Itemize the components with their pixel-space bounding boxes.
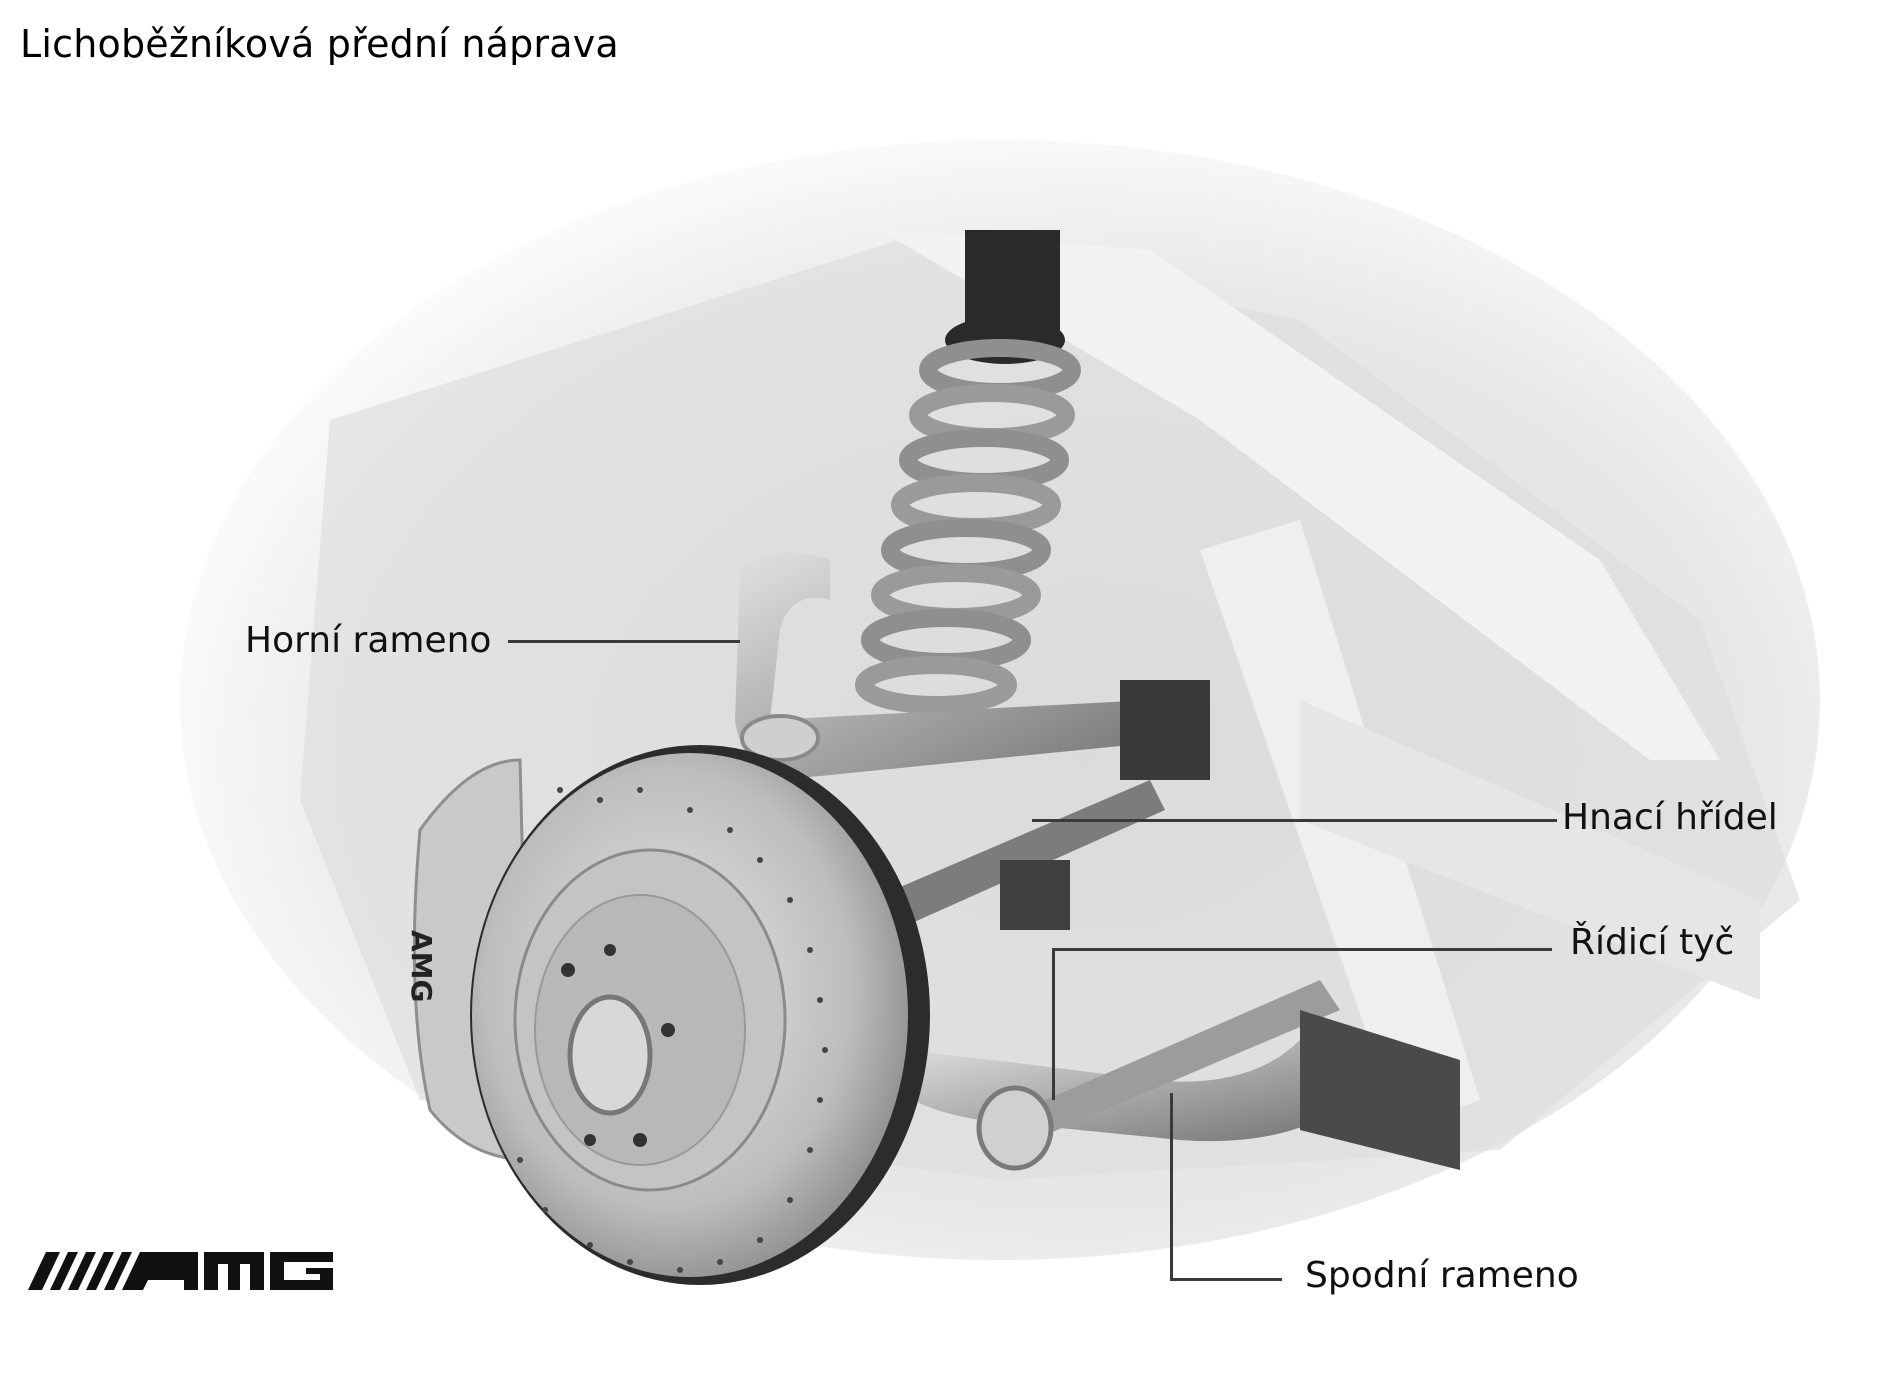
label-upper-arm: Horní rameno [245, 620, 492, 661]
amg-logo: AMG [28, 1250, 333, 1290]
svg-text:AMG: AMG [405, 930, 438, 1003]
label-steering-rod: Řídicí tyč [1570, 922, 1735, 963]
page-title: Lichoběžníková přední náprava [20, 22, 619, 66]
coil-spring [855, 230, 1081, 714]
leader-line-lower-arm-vertical [1170, 1093, 1173, 1281]
brake-disc-shape [470, 745, 930, 1285]
leader-line-drive-shaft [1032, 819, 1557, 822]
drive-shaft-shape [870, 780, 1165, 935]
leader-line-steering-rod-vertical [1052, 948, 1055, 1100]
label-lower-arm: Spodní rameno [1305, 1255, 1579, 1296]
upper-arm-shape [735, 552, 1180, 780]
label-drive-shaft: Hnací hřídel [1562, 797, 1778, 838]
leader-line-lower-arm [1170, 1278, 1282, 1281]
svg-text:AMG: AMG [28, 1250, 31, 1251]
leader-line-upper-arm [508, 640, 740, 643]
leader-line-steering-rod [1052, 948, 1552, 951]
